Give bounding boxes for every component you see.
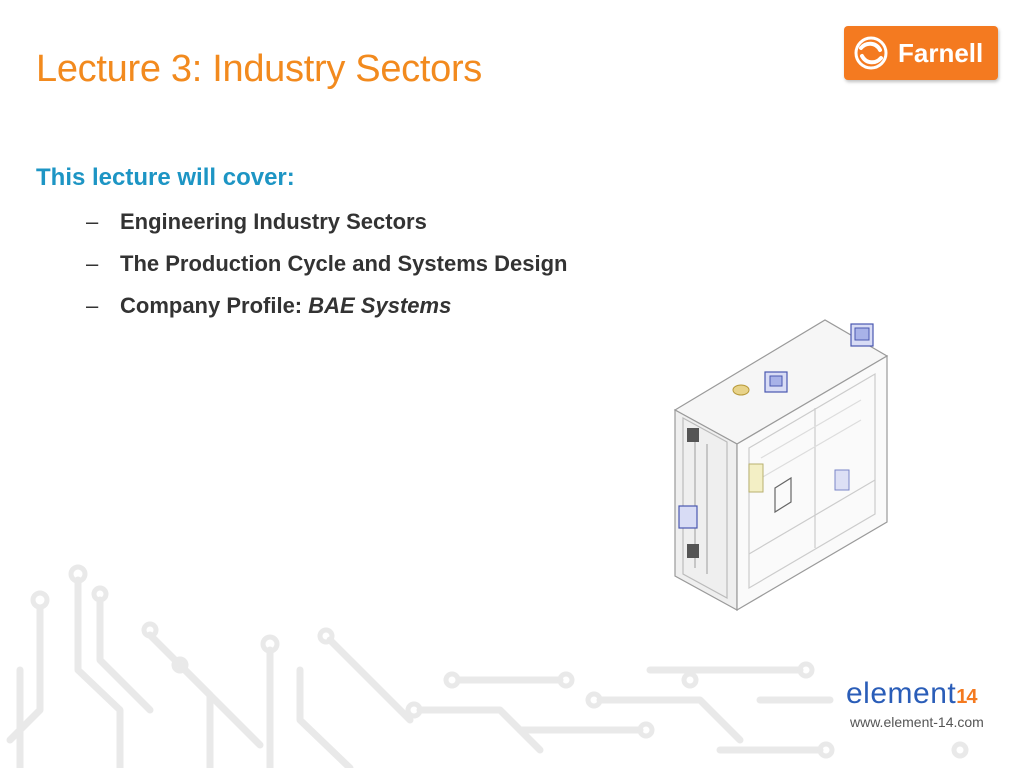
bullet-item: –Engineering Industry Sectors [86, 206, 567, 248]
bullet-text: Engineering Industry Sectors [120, 209, 427, 234]
farnell-logo: Farnell [844, 26, 998, 80]
bullet-dash: – [86, 293, 99, 318]
bullet-list: –Engineering Industry Sectors –The Produ… [86, 206, 567, 332]
slide-subheading: This lecture will cover: [36, 164, 295, 191]
bullet-item: –The Production Cycle and Systems Design [86, 248, 567, 290]
slide-title: Lecture 3: Industry Sectors [36, 48, 483, 90]
bullet-dash: – [86, 209, 99, 234]
bullet-prefix: Company Profile: [120, 293, 309, 318]
element14-logo: element14 www.element-14.com [846, 676, 984, 730]
element14-wordmark: element [846, 677, 957, 710]
circuit-background-pattern [6, 564, 969, 768]
element14-url: www.element-14.com [850, 714, 984, 730]
farnell-wordmark: Farnell [898, 38, 984, 68]
farnell-swirl-icon [854, 36, 888, 70]
device-enclosure-illustration [673, 319, 889, 612]
bullet-dash: – [86, 251, 99, 276]
element14-number: 14 [956, 686, 977, 708]
bullet-item: –Company Profile: BAE Systems [86, 290, 567, 332]
bullet-emphasis: BAE Systems [308, 293, 452, 318]
bullet-text: The Production Cycle and Systems Design [120, 251, 568, 276]
